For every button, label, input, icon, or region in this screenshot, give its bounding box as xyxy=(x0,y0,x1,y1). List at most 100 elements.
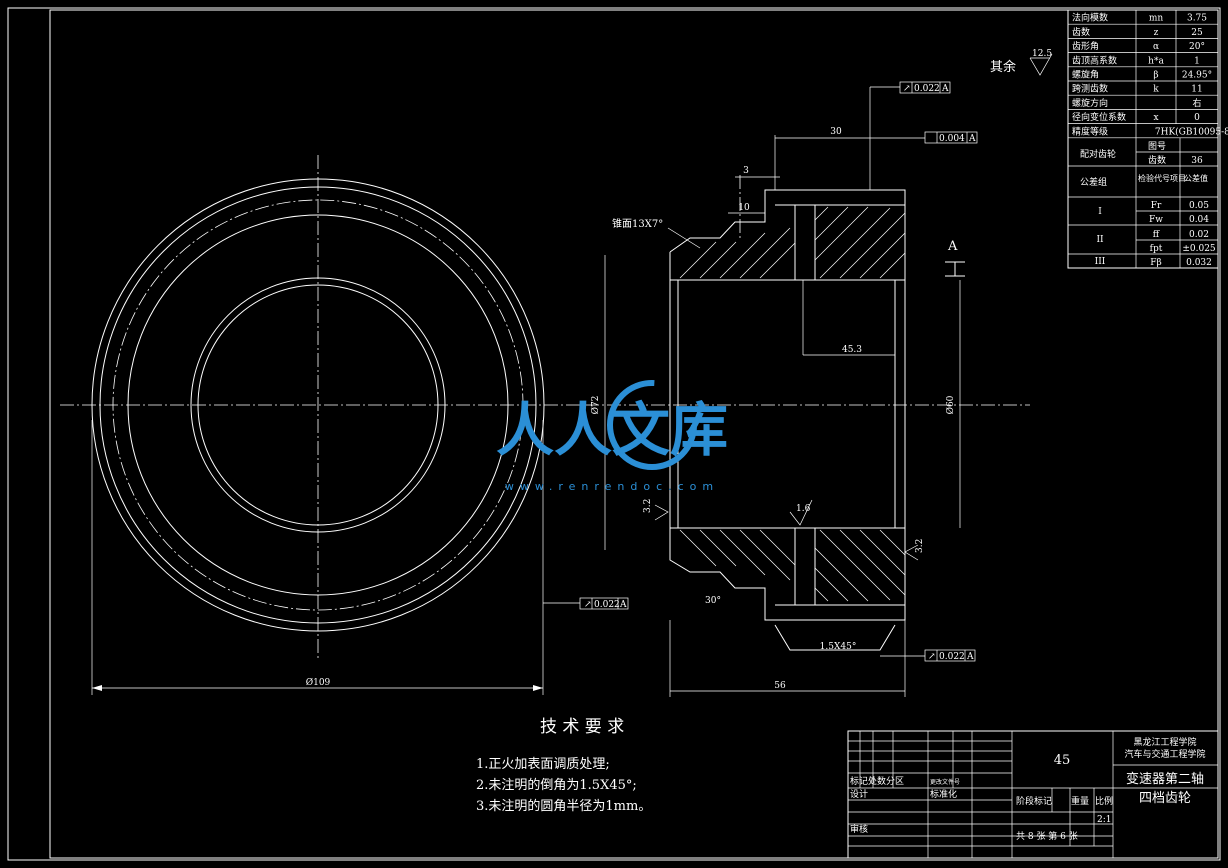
param-name: 法向模数 xyxy=(1072,12,1108,24)
param-value: 11 xyxy=(1191,85,1202,95)
tol-frame-1-ref: A xyxy=(941,84,949,94)
watermark-text: 人人文库 xyxy=(496,396,728,464)
tech-req-title: 技 术 要 求 xyxy=(540,717,624,737)
material: 45 xyxy=(1054,753,1071,768)
param-name: 螺旋方向 xyxy=(1072,97,1108,109)
weight-label: 重量 xyxy=(1071,795,1089,807)
param-symbol: h*a xyxy=(1148,56,1164,66)
outer-border xyxy=(7,7,1221,861)
param-name: 齿形角 xyxy=(1072,40,1099,52)
tol-value: 0.05 xyxy=(1189,201,1209,211)
tol-frame-1-sym: ↗ xyxy=(903,84,911,94)
param-value: 3.75 xyxy=(1187,14,1207,24)
scale-label: 比例 xyxy=(1095,795,1113,807)
tol-group-label: 公差组 xyxy=(1080,176,1107,188)
param-symbol: z xyxy=(1154,28,1159,38)
school-name-2: 汽车与交通工程学院 xyxy=(1124,748,1205,760)
school-name-1: 黑龙江工程学院 xyxy=(1133,736,1196,748)
dim-30: 30 xyxy=(830,127,842,137)
review-label: 审核 xyxy=(850,823,868,835)
mating-teeth-label: 齿数 xyxy=(1148,154,1166,166)
surface-finish-note: 其余 12.5 xyxy=(990,49,1052,76)
dim-3: 3 xyxy=(743,166,749,176)
tol-group: II xyxy=(1096,235,1104,245)
tol-group: I xyxy=(1098,207,1102,217)
section-mark-a: A xyxy=(947,239,958,254)
tech-req-item-2: 2.未注明的倒角为1.5X45°; xyxy=(476,777,637,793)
tech-req-item-3: 3.未注明的圆角半径为1mm。 xyxy=(476,798,651,814)
param-symbol: x xyxy=(1153,113,1158,123)
tol-value: 0.032 xyxy=(1186,258,1212,268)
param-name: 跨测齿数 xyxy=(1072,83,1108,95)
rev-label-2: 更改文件号 xyxy=(930,778,960,786)
part-name-1: 变速器第二轴 xyxy=(1126,771,1204,787)
tol-frame-3-sym: ↗ xyxy=(584,600,592,610)
watermark: 人人文库 www.renrendoc.com xyxy=(496,380,728,493)
mating-label: 配对齿轮 xyxy=(1080,148,1116,160)
dim-109: Ø109 xyxy=(306,677,331,688)
front-view: Ø109 ↗ 0.022 A xyxy=(60,155,629,695)
tol-frame-3-val: 0.022 xyxy=(594,600,620,610)
gear-parameter-table: 法向模数 mn 3.75 齿数 z 25 齿形角 α 20° 齿顶高系数 h*a 1 螺旋角 β 24.95… xyxy=(1067,9,1228,269)
tol-code: ff xyxy=(1153,230,1160,240)
tol-frame-4-ref: A xyxy=(966,652,974,662)
rev-label: 标记处数分区 xyxy=(850,775,904,787)
tol-code: Fw xyxy=(1149,215,1163,225)
param-name: 齿数 xyxy=(1072,26,1090,38)
dim-56: 56 xyxy=(774,681,786,691)
mating-teeth-value: 36 xyxy=(1191,156,1203,166)
tol-code: Fβ xyxy=(1150,258,1161,268)
dim-10: 10 xyxy=(738,203,750,213)
design-label: 设计 xyxy=(850,788,868,800)
section-view: 1.5X45° 30 3 10 锥面13X7° Ø72 45.3 Ø60 56 … xyxy=(585,81,1030,697)
check-item-label: 检验代号项目 xyxy=(1138,173,1186,183)
param-value: 24.95° xyxy=(1182,71,1212,81)
param-value: 20° xyxy=(1189,42,1205,52)
title-block: 45 黑龙江工程学院 汽车与交通工程学院 变速器第二轴 四档齿轮 标记处数分区 … xyxy=(847,730,1219,859)
mating-drawing-label: 图号 xyxy=(1148,141,1166,152)
param-value: 7HK(GB10095-88) xyxy=(1155,126,1228,137)
ra-1-6: 1.6 xyxy=(796,504,811,514)
tol-code: fpt xyxy=(1150,244,1163,254)
ra-3-2b: 3.2 xyxy=(915,539,925,553)
tol-frame-4-val: 0.022 xyxy=(939,652,965,662)
surface-finish-value: 12.5 xyxy=(1032,49,1052,59)
sheet-count: 共 8 张 第 6 张 xyxy=(1016,830,1078,842)
param-value: 25 xyxy=(1191,28,1203,38)
watermark-url: www.renrendoc.com xyxy=(505,480,719,493)
std-label: 标准化 xyxy=(930,788,957,800)
tol-code: Fr xyxy=(1151,201,1162,211)
tech-req-item-1: 1.正火加表面调质处理; xyxy=(476,757,610,772)
chamfer-cone-note: 锥面13X7° xyxy=(612,218,663,230)
angle-30: 30° xyxy=(705,596,721,606)
surface-finish-label: 其余 xyxy=(990,59,1016,75)
param-symbol: β xyxy=(1153,71,1158,81)
tol-frame-2-ref: A xyxy=(968,134,976,144)
param-name: 径向变位系数 xyxy=(1072,111,1126,123)
param-name: 螺旋角 xyxy=(1072,69,1099,81)
part-name-2: 四档齿轮 xyxy=(1139,791,1191,806)
param-value: 1 xyxy=(1194,56,1200,66)
param-symbol: mn xyxy=(1149,14,1164,24)
tol-value: 0.02 xyxy=(1189,230,1209,240)
param-value: 右 xyxy=(1192,97,1201,109)
ra-3-2a: 3.2 xyxy=(643,499,653,513)
inner-border xyxy=(49,9,1219,859)
dim-60: Ø60 xyxy=(945,395,956,414)
dim-97: Ø72 xyxy=(590,396,601,415)
param-name: 精度等级 xyxy=(1072,125,1108,137)
tol-frame-1-val: 0.022 xyxy=(914,84,940,94)
tol-value: ±0.025 xyxy=(1182,244,1216,254)
technical-requirements: 技 术 要 求 1.正火加表面调质处理; 2.未注明的倒角为1.5X45°; 3… xyxy=(476,717,651,814)
dim-chamfer: 1.5X45° xyxy=(820,642,857,652)
param-name: 齿顶高系数 xyxy=(1072,54,1117,66)
stage-label: 阶段标记 xyxy=(1016,795,1052,807)
param-symbol: α xyxy=(1153,42,1159,52)
dim-45: 45.3 xyxy=(842,345,862,355)
param-symbol: k xyxy=(1153,85,1159,95)
tol-value: 0.04 xyxy=(1189,215,1209,225)
tol-value-label: 公差值 xyxy=(1184,173,1208,183)
tol-frame-4-sym: ↗ xyxy=(928,652,936,662)
scale-value: 2:1 xyxy=(1097,815,1111,825)
